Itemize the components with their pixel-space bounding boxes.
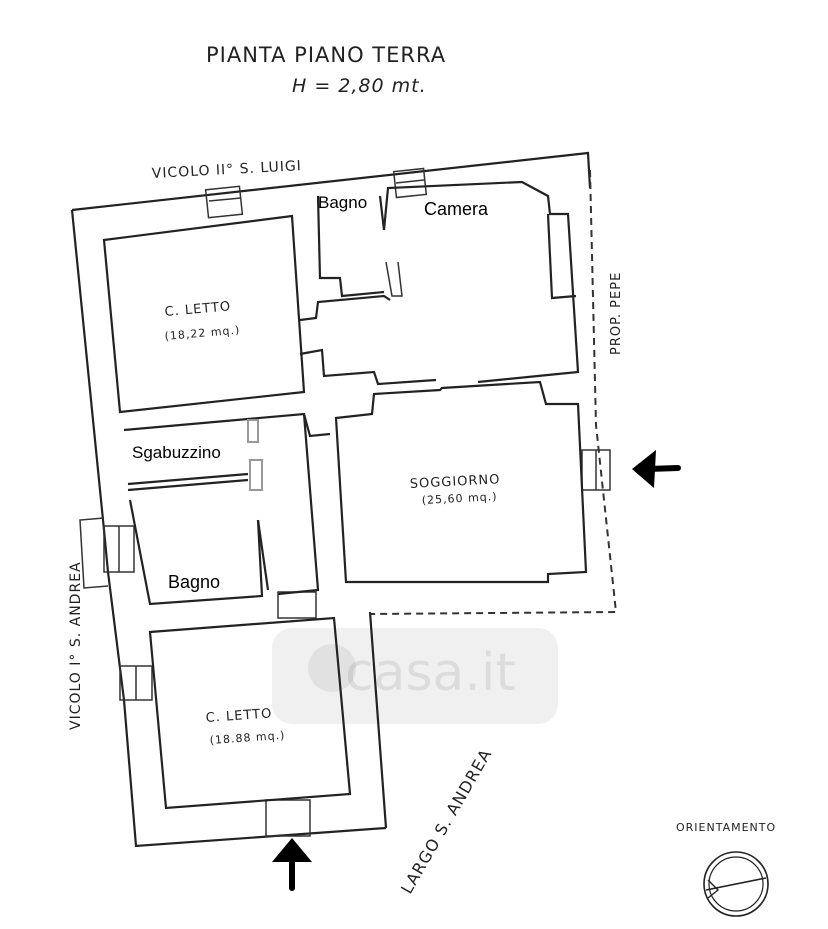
room-living [334,380,588,584]
outer-walls [70,151,618,848]
orientation-label: ORIENTAMENTO [676,821,776,834]
watermark-text: casa.it [345,643,516,703]
street-north-label: VICOLO II° S. LUIGI [151,158,302,182]
room-middle-block [123,412,331,606]
room-bath-bottom-label: Bagno [168,572,220,592]
room-bedroom-2 [148,616,352,810]
plan-height: H = 2,80 mt. [292,75,427,97]
room-top-block [299,180,580,386]
bedroom-2-area: (18.88 mq.) [209,729,285,747]
entrance-arrow-south-icon [272,838,312,891]
living-area: (25,60 mq.) [421,490,497,507]
watermark: casa.it [272,628,558,724]
room-storage-label: Sgabuzzino [132,443,221,462]
room-bath-top-label: Bagno [318,193,367,212]
compass-icon [703,851,769,917]
street-south-label: LARGO S. ANDREA [397,745,496,897]
street-east-label: PROP. PEPE [609,272,624,355]
plan-title: PIANTA PIANO TERRA [206,43,446,67]
bedroom-1-area: (18,22 mq.) [164,323,241,343]
windows [103,167,611,837]
bedroom-1-name: C. LETTO [164,299,232,320]
living-name: SOGGIORNO [409,472,500,492]
entrance-arrow-east-icon [632,450,681,488]
room-camera-label: Camera [424,199,489,219]
street-west-label: VICOLO I° S. ANDREA [68,561,84,730]
bedroom-2-name: C. LETTO [205,706,273,726]
room-bedroom-1 [102,214,306,414]
